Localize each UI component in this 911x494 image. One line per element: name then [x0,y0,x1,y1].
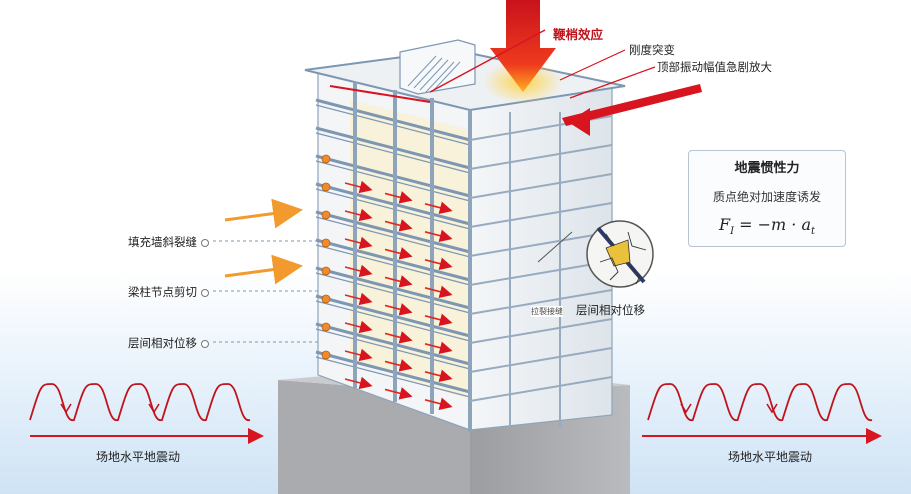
node-dot [321,350,331,360]
wave-arrow [148,403,160,414]
right-slab [469,289,613,315]
node-dot [321,266,331,276]
interstory-drift-right-label: 层间相对位移 [576,303,645,317]
drift-arrow [344,292,373,306]
drift-arrow [384,247,413,260]
wave-icon [29,383,264,444]
node-dot [321,154,331,164]
drift-arrow [344,320,373,334]
external-force-arrow [224,198,303,229]
right-slab [469,144,613,170]
ground-motion-left-label: 场地水平地震动 [96,450,181,464]
drift-arrow [424,341,453,354]
wave-icon [642,383,882,444]
right-slab [469,173,613,199]
pull-crack-label: 拉裂接缝 [531,306,563,317]
formula-title: 地震惯性力 [734,161,800,176]
wave-arrow [766,403,778,414]
node-dot [321,182,331,192]
right-slab [469,347,613,373]
drift-arrow [424,257,453,270]
node-dot [321,238,331,248]
drift-arrow [384,275,413,288]
drift-arrow [344,376,373,390]
right-slab [469,202,613,228]
drift-arrow [344,180,373,194]
formula-equation: FI = −m · at [718,215,816,238]
beam-column-shear-label: 梁柱节点剪切 [128,284,209,300]
stair-tower [399,39,476,95]
inertia-force-card: 地震惯性力 质点绝对加速度诱发 FI = −m · at [688,150,846,247]
drift-arrow [384,359,413,372]
drift-arrow [424,229,453,242]
drift-arrow [424,313,453,326]
drift-arrow [344,264,373,278]
columns [353,82,472,432]
drift-arrow [344,236,373,250]
infill-crack-label: 填充墙斜裂缝 [128,234,209,250]
ground-motion-right-label: 场地水平地震动 [728,450,813,464]
drift-arrow [384,303,413,316]
formula-subtitle: 质点绝对加速度诱发 [712,190,821,204]
floor-drift-arrows [344,180,453,410]
interstory-drift-label: 层间相对位移 [128,335,209,351]
beam-column-nodes [321,154,331,360]
wave-arrow [60,403,72,414]
node-dot [321,210,331,220]
drift-arrow [424,369,453,382]
top-amplification-label: 顶部振动幅值急剧放大 [657,60,772,74]
node-dot [321,322,331,332]
node-dot [321,294,331,304]
right-slab [469,318,613,344]
drift-arrow [424,201,453,214]
down-force-arrow-icon [483,0,563,104]
drift-arrow [384,331,413,344]
drift-arrow [344,348,373,362]
right-slab [469,376,613,402]
whip-effect-label: 鞭梢效应 [553,27,604,42]
drift-arrow [424,397,453,410]
drift-arrow [384,191,413,204]
drift-arrow [424,285,453,298]
stiffness-change-label: 刚度突变 [629,43,675,57]
drift-arrow [384,219,413,232]
right-slab [469,231,613,257]
crack-zoom-icon [537,220,654,288]
drift-arrow [344,208,373,222]
external-force-arrow [224,254,303,285]
wave-arrow [680,403,692,414]
drift-arrow [384,387,413,400]
